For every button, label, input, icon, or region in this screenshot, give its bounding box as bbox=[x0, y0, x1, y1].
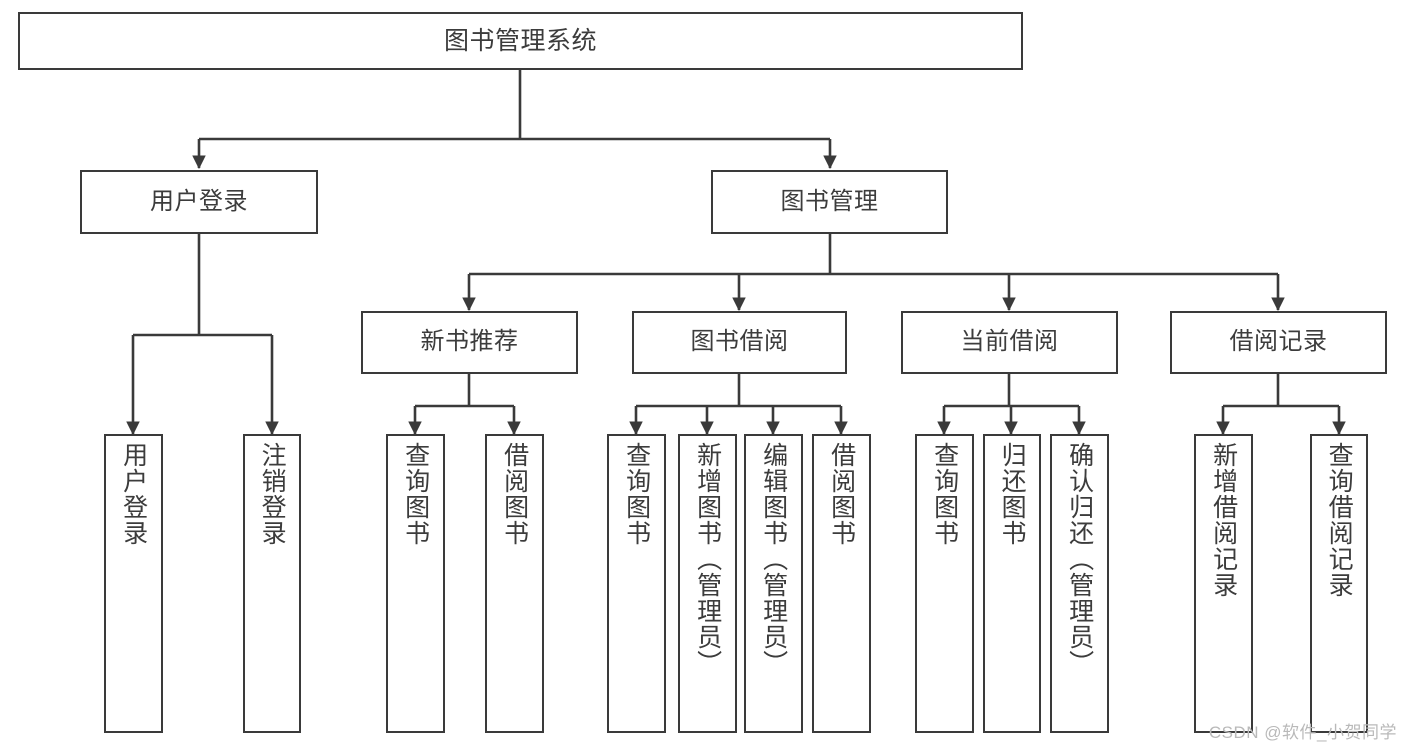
node-leaf-query-book-current[interactable]: 查询图书 bbox=[915, 434, 974, 733]
node-book-management-system[interactable]: 图书管理系统 bbox=[18, 12, 1023, 70]
node-leaf-borrow-book-recommendation[interactable]: 借阅图书 bbox=[485, 434, 544, 733]
node-label: 查询图书 bbox=[930, 442, 959, 546]
node-label: 归还图书 bbox=[998, 442, 1027, 546]
node-label: 图书借阅 bbox=[690, 328, 789, 356]
node-label: 图书管理 bbox=[780, 187, 879, 215]
node-label: 新增借阅记录 bbox=[1209, 442, 1238, 598]
csdn-watermark: CSDN @软件_小贺同学 bbox=[1208, 723, 1397, 742]
node-label: 用户登录 bbox=[150, 187, 248, 215]
node-label: 借阅记录 bbox=[1229, 328, 1328, 356]
node-label: 注销登录 bbox=[258, 442, 287, 546]
node-leaf-add-book-admin[interactable]: 新增图书（管理员） bbox=[678, 434, 737, 733]
node-book-management[interactable]: 图书管理 bbox=[711, 170, 948, 234]
node-label: 借阅图书 bbox=[827, 442, 856, 546]
node-current-borrowing[interactable]: 当前借阅 bbox=[901, 311, 1118, 374]
node-new-book-recommendation[interactable]: 新书推荐 bbox=[361, 311, 578, 374]
node-leaf-query-book-recommendation[interactable]: 查询图书 bbox=[386, 434, 445, 733]
node-label: 查询借阅记录 bbox=[1325, 442, 1354, 598]
node-label: 编辑图书（管理员） bbox=[759, 442, 788, 676]
node-label: 借阅图书 bbox=[500, 442, 529, 546]
node-label: 新书推荐 bbox=[420, 328, 519, 356]
node-leaf-add-borrowing-record[interactable]: 新增借阅记录 bbox=[1194, 434, 1253, 733]
node-label: 查询图书 bbox=[401, 442, 430, 546]
node-leaf-query-borrowing-record[interactable]: 查询借阅记录 bbox=[1310, 434, 1368, 733]
node-leaf-return-book[interactable]: 归还图书 bbox=[983, 434, 1041, 733]
node-leaf-user-logout[interactable]: 注销登录 bbox=[243, 434, 301, 733]
node-label: 当前借阅 bbox=[960, 328, 1059, 356]
node-label: 新增图书（管理员） bbox=[693, 442, 722, 676]
node-label: 确认归还（管理员） bbox=[1065, 442, 1094, 676]
node-leaf-confirm-return-admin[interactable]: 确认归还（管理员） bbox=[1050, 434, 1109, 733]
node-leaf-user-login[interactable]: 用户登录 bbox=[104, 434, 163, 733]
node-user-login[interactable]: 用户登录 bbox=[80, 170, 318, 234]
node-label: 用户登录 bbox=[119, 442, 148, 546]
node-borrowing-record[interactable]: 借阅记录 bbox=[1170, 311, 1387, 374]
node-leaf-query-book-borrowing[interactable]: 查询图书 bbox=[607, 434, 666, 733]
node-leaf-edit-book-admin[interactable]: 编辑图书（管理员） bbox=[744, 434, 803, 733]
node-leaf-borrow-book-borrowing[interactable]: 借阅图书 bbox=[812, 434, 871, 733]
node-label: 查询图书 bbox=[622, 442, 651, 546]
node-label: 图书管理系统 bbox=[443, 27, 597, 55]
node-book-borrowing[interactable]: 图书借阅 bbox=[632, 311, 847, 374]
